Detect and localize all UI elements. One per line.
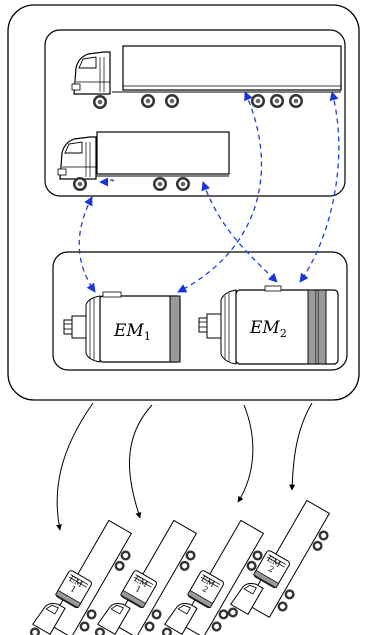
arrow-to-config-3 (237, 404, 254, 503)
wheel-icon (251, 94, 265, 108)
configuration-3: EM 2 (159, 513, 273, 635)
wheel-icon (93, 95, 107, 109)
wheel-icon (176, 177, 190, 191)
config-4-index: 2 (267, 564, 276, 574)
arrow-short-rear-to-em1 (99, 177, 115, 187)
config-1-index: 1 (69, 584, 78, 594)
system-frame (7, 4, 360, 401)
short-box-body (96, 131, 230, 175)
long-truck-cab (71, 51, 111, 95)
wheel-icon (270, 94, 284, 108)
arrow-long-rear-to-em1 (177, 91, 263, 293)
shaft-icon (63, 319, 73, 335)
short-truck-cab (57, 136, 97, 180)
long-trailer (122, 45, 342, 91)
wheel-icon (165, 94, 179, 108)
configuration-2: EM 1 (92, 513, 206, 635)
long-truck (71, 45, 342, 109)
em2-label: EM2 (249, 318, 287, 340)
arrow-short-front-to-em1 (78, 196, 96, 293)
arrow-short-rear-to-em2 (201, 181, 278, 283)
configuration-4: EM 2 (225, 493, 339, 635)
em1-label: EM1 (113, 321, 151, 343)
assignment-arrows (78, 91, 340, 293)
configuration-arrows (56, 402, 313, 531)
electric-machine-1: EM1 (63, 291, 181, 363)
arrow-to-config-2 (129, 404, 153, 519)
configuration-1: EM 1 (27, 513, 141, 635)
config-2-index: 1 (134, 584, 143, 594)
shaft-icon (198, 317, 208, 333)
wheel-icon (141, 94, 155, 108)
arrow-long-tail-to-em2 (299, 91, 340, 283)
arrow-to-config-1 (56, 402, 94, 531)
wheel-icon (289, 94, 303, 108)
wheel-icon (73, 177, 87, 191)
arrow-to-config-4 (289, 402, 313, 491)
wheel-icon (153, 177, 167, 191)
config-3-index: 2 (201, 584, 210, 594)
electric-machine-2: EM2 (198, 285, 339, 365)
